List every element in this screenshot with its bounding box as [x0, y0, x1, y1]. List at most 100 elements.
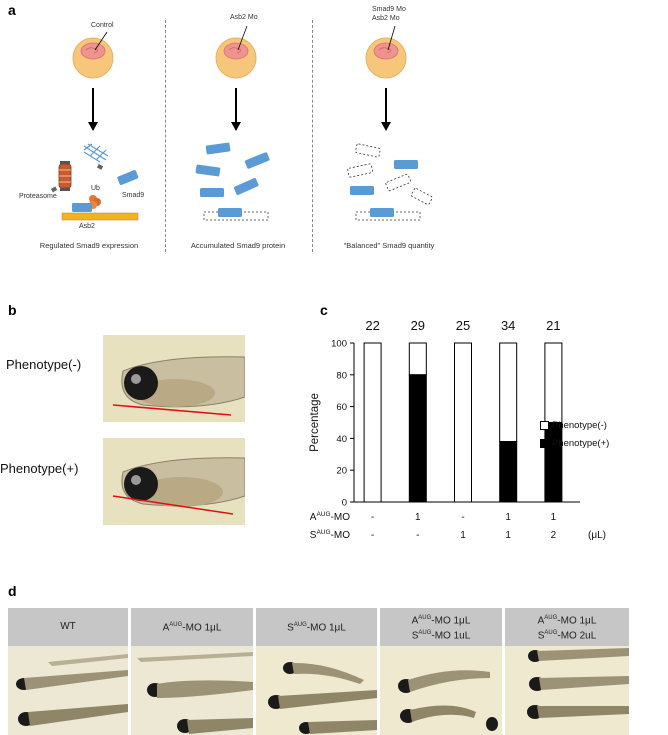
- header-text: -MO 1uL: [431, 630, 471, 642]
- proteasome-icon: [58, 161, 72, 191]
- header-sup: AUG: [293, 622, 307, 629]
- bar-phenotype-neg: [499, 342, 518, 443]
- asb2-mo-label-2: Asb2 Mo: [372, 15, 400, 22]
- bar-phenotype-neg: [408, 342, 427, 376]
- header-text: S: [287, 622, 294, 634]
- row1-value: 1: [551, 512, 557, 523]
- caption-balanced: "Balanced" Smad9 quantity: [343, 241, 435, 250]
- phenotype-pos-label: Phenotype(+): [0, 461, 79, 476]
- header-text: -MO 1μL: [182, 622, 222, 634]
- larva-image-phenotype-neg: [103, 335, 245, 422]
- y-tick-label: 100: [331, 339, 347, 350]
- smad9-mo-label: Smad9 Mo: [372, 6, 406, 13]
- row2-value: -: [416, 530, 419, 541]
- header-text: WT: [60, 621, 76, 632]
- legend-label: Phenotype(+): [552, 438, 610, 449]
- y-tick-label: 0: [342, 498, 347, 509]
- panel-c-label: c: [320, 302, 328, 318]
- header-sup: AUG: [544, 630, 558, 636]
- y-axis-label: Percentage: [309, 393, 321, 452]
- header-text: -MO 2uL: [557, 630, 597, 642]
- caption-asb2: Accumulated Smad9 protein: [190, 241, 286, 250]
- caption-control: Regulated Smad9 expression: [39, 241, 139, 250]
- header-sup: AUG: [169, 622, 183, 629]
- header-wt: WT: [8, 608, 128, 646]
- panel-d-label: d: [8, 583, 17, 599]
- bar-phenotype-neg: [454, 342, 472, 503]
- divider: [165, 20, 166, 252]
- bar-phenotype-pos: [544, 422, 563, 503]
- header-text: A: [537, 615, 545, 626]
- header-text: S: [537, 630, 545, 642]
- divider: [312, 20, 313, 252]
- stacked-bar-chart: 020406080100Percentage22--291-25-1341121…: [309, 318, 606, 541]
- header-text: S: [411, 630, 419, 642]
- ub-label: Ub: [91, 185, 100, 192]
- sample-size-label: 22: [365, 318, 379, 333]
- row2-value: 1: [460, 530, 466, 541]
- sample-size-label: 34: [501, 318, 515, 333]
- fragment-icon: [96, 164, 104, 170]
- sample-size-label: 21: [546, 318, 560, 333]
- row2-value: 1: [505, 530, 511, 541]
- row1-value: -: [371, 512, 374, 523]
- legend-item-phenotype-pos: Phenotype(+): [540, 438, 609, 449]
- larvae-image-saug-1ul: [256, 646, 377, 735]
- larva-image-phenotype-pos: [103, 438, 245, 525]
- larvae-image-aaug-saug-1ul: [380, 646, 502, 735]
- down-arrow-icon: [88, 88, 98, 131]
- larvae-image-aaug-saug-2ul: [505, 646, 629, 735]
- row1-label: AAUG-MO: [310, 511, 350, 523]
- phenotype-neg-label: Phenotype(-): [6, 357, 82, 372]
- asb2-complex-icon: [61, 203, 139, 221]
- panel-b-label: b: [8, 302, 17, 318]
- header-aaug-saug-1ul: AAUG-MO 1μL SAUG-MO 1uL: [380, 608, 502, 646]
- header-text: -MO 1μL: [306, 622, 346, 634]
- accumulated-smad9-icon: [195, 142, 270, 221]
- smad9-protein-icon: [117, 170, 139, 186]
- down-arrow-icon: [381, 88, 391, 131]
- sample-size-label: 29: [411, 318, 425, 333]
- header-aaug-saug-2ul: AAUG-MO 1μL SAUG-MO 2uL: [505, 608, 629, 646]
- header-text: A: [411, 615, 419, 626]
- header-saug-1ul: SAUG-MO 1μL: [256, 608, 377, 646]
- legend-label: Phenotype(-): [552, 420, 607, 431]
- larvae-image-aaug-1ul: [131, 646, 253, 735]
- sample-size-label: 25: [456, 318, 470, 333]
- embryo-icon: [215, 25, 257, 79]
- asb2-label: Asb2: [79, 223, 95, 230]
- bar-phenotype-neg: [363, 342, 382, 503]
- fragment-icon: [51, 186, 58, 193]
- legend-swatch: [540, 439, 549, 448]
- y-tick-label: 60: [336, 402, 347, 413]
- legend-item-phenotype-neg: Phenotype(-): [540, 420, 609, 431]
- header-sup: AUG: [418, 614, 432, 621]
- ubiquitin-icon: [89, 195, 101, 209]
- balanced-smad9-icon: [347, 143, 433, 221]
- row2-label: SAUG-MO: [310, 529, 350, 541]
- proteasome-label: Proteasome: [19, 193, 57, 200]
- degraded-smad9-icon: [83, 143, 109, 163]
- control-label: Control: [91, 22, 114, 29]
- y-tick-label: 20: [336, 466, 347, 477]
- unit-label: (μL): [588, 530, 606, 541]
- embryo-icon: [72, 31, 114, 79]
- y-tick-label: 80: [336, 370, 347, 381]
- panel-a-label: a: [8, 2, 16, 18]
- row2-value: -: [371, 530, 374, 541]
- larvae-image-wt: [8, 646, 128, 735]
- bar-phenotype-pos: [499, 441, 518, 503]
- row1-value: 1: [415, 512, 421, 523]
- header-aaug-1ul: AAUG-MO 1μL: [131, 608, 253, 646]
- legend-swatch: [540, 421, 549, 430]
- legend: Phenotype(-) Phenotype(+): [540, 420, 609, 449]
- bar-phenotype-neg: [544, 342, 563, 423]
- asb2-mo-label: Asb2 Mo: [230, 14, 258, 21]
- header-text: -MO 1μL: [557, 615, 597, 626]
- embryo-icon: [365, 25, 407, 79]
- row2-value: 2: [551, 530, 557, 541]
- header-text: A: [162, 622, 170, 634]
- header-sup: AUG: [418, 630, 432, 636]
- header-text: -MO 1μL: [431, 615, 471, 626]
- header-sup: AUG: [544, 614, 558, 621]
